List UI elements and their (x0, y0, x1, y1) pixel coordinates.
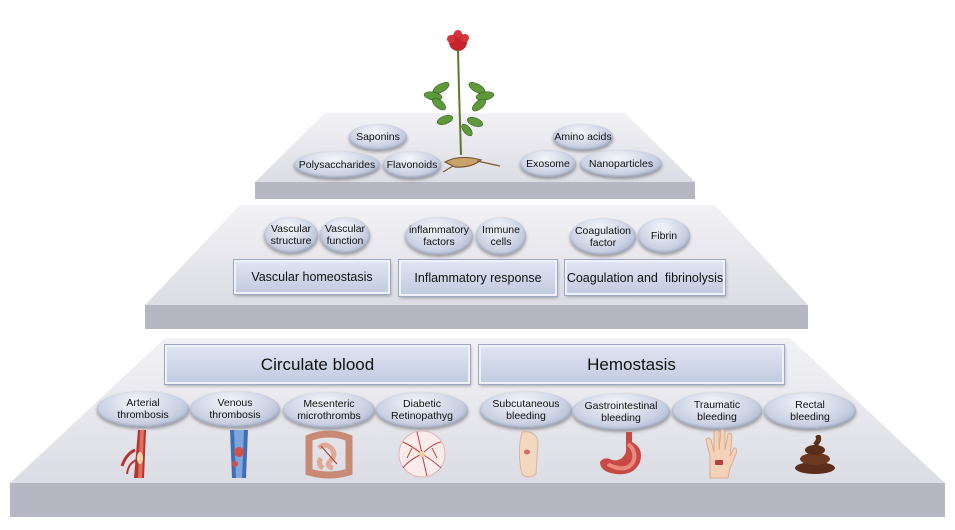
wounded-hand-icon (705, 428, 738, 479)
intestine-icon (305, 430, 353, 479)
flavonoids-pill: Flavonoids (383, 151, 441, 178)
vascular-homeostasis-box: Vascular homeostasis (233, 259, 391, 295)
stool-icon (795, 435, 835, 474)
polysaccharides-pill: Polysaccharides (294, 151, 380, 178)
foot-bruise-icon (518, 431, 539, 478)
retina-icon (398, 430, 446, 478)
exosome-pill: Exosome (520, 150, 576, 177)
hemostasis-box: Hemostasis (478, 344, 785, 385)
vein-clot-icon (230, 430, 248, 478)
inflammatory-response-box: Inflammatory response (398, 259, 558, 297)
coagulation-fibrinolysis-box: Coagulation and fibrinolysis (564, 259, 726, 296)
nanoparticles-pill: Nanoparticles (580, 150, 662, 177)
ginseng-plant-icon (423, 30, 501, 173)
fibrin-pill: Fibrin (638, 218, 690, 253)
amino-acids-pill: Amino acids (553, 124, 613, 150)
artery-icon (120, 430, 146, 478)
stomach-icon (600, 432, 641, 475)
saponins-pill: Saponins (349, 124, 407, 150)
circulate-blood-box: Circulate blood (164, 344, 471, 385)
